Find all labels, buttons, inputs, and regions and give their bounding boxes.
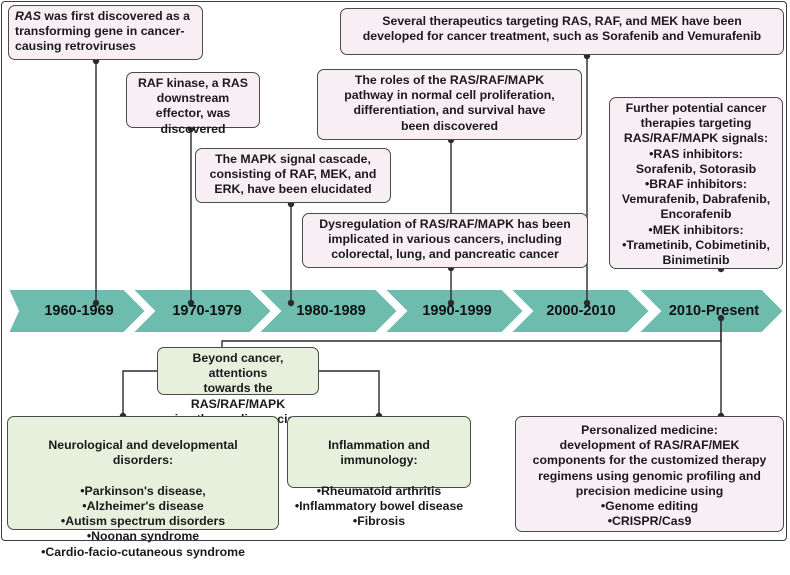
inflammation-items: •Rheumatoid arthritis •Inflammatory bowe…	[294, 483, 464, 529]
inflammation-title: Inflammation and immunology:	[328, 438, 430, 468]
period-1980: 1980-1989	[296, 303, 366, 319]
timeline-diagram: 1960-1969 1970-1979 1980-1989 1990-1999 …	[1, 1, 787, 559]
dot-2010-bottom	[717, 314, 725, 322]
neuro-title: Neurological and developmental disorders…	[48, 438, 238, 468]
dot-1980-bottom	[287, 299, 295, 307]
personalized-medicine-box: Personalized medicine: development of RA…	[515, 416, 784, 532]
dot-1960-bottom	[92, 299, 100, 307]
event-1990-roles-box: The roles of the RAS/RAF/MAPK pathway in…	[317, 69, 582, 140]
period-1990: 1990-1999	[422, 303, 492, 319]
connector-beyond-inflam	[318, 370, 380, 416]
chevron-segment-4	[381, 288, 526, 334]
connector-beyond-neuro	[122, 370, 160, 416]
chevron-segment-1	[6, 288, 148, 334]
dot-1990-bottom	[447, 299, 455, 307]
chevron-segment-2	[129, 288, 274, 334]
event-2000-box: Several therapeutics targeting RAS, RAF,…	[340, 8, 784, 55]
event-1990-dysreg-box: Dysregulation of RAS/RAF/MAPK has been i…	[302, 213, 588, 268]
neuro-items: •Parkinson's disease, •Alzheimer's disea…	[41, 483, 245, 559]
event-1960-text: was first discovered as a transforming g…	[15, 9, 190, 54]
dot-1970-bottom	[187, 299, 195, 307]
period-1970: 1970-1979	[172, 303, 242, 319]
event-2010-box: Further potential cancer therapies targe…	[609, 97, 783, 269]
neuro-box: Neurological and developmental disorders…	[7, 416, 279, 559]
ras-italic: RAS	[15, 9, 41, 23]
event-1960-box: RAS was first discovered as a transformi…	[8, 5, 203, 60]
event-1970-box: RAF kinase, a RAS downstream effector, w…	[126, 72, 260, 136]
beyond-cancer-box: Beyond cancer, attentions towards the RA…	[157, 347, 319, 426]
chevron-segment-5	[507, 288, 652, 334]
timeline-arrow-band	[6, 288, 786, 334]
outer-frame	[1, 1, 787, 541]
connector-layer	[6, 52, 786, 420]
inflammation-box: Inflammation and immunology: •Rheumatoid…	[287, 416, 471, 528]
dot-2000-bottom	[583, 299, 591, 307]
chevron-segment-6	[635, 288, 786, 334]
period-1960: 1960-1969	[44, 303, 114, 319]
chevron-segment-3	[255, 288, 400, 334]
period-2000: 2000-2010	[546, 303, 616, 319]
period-2010: 2010-Present	[668, 303, 760, 319]
event-1980-box: The MAPK signal cascade, consisting of R…	[195, 148, 391, 203]
